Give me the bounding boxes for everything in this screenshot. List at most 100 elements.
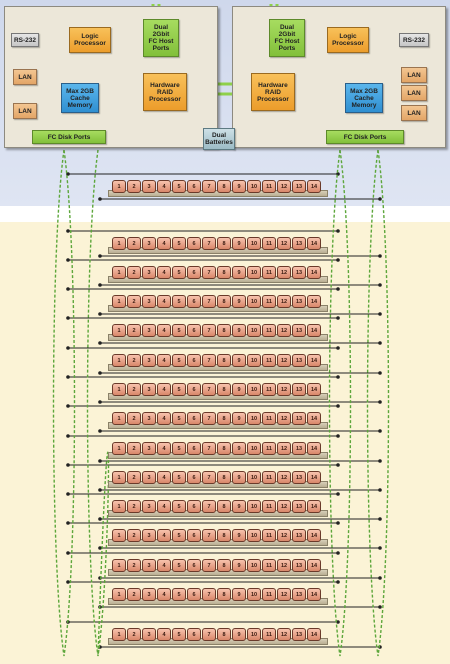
disk-drive: 8 (217, 180, 231, 193)
disk-drive: 14 (307, 559, 321, 572)
bus-node (378, 312, 382, 316)
disk-drive: 3 (142, 529, 156, 542)
disk-drive: 2 (127, 324, 141, 337)
disk-drive: 1 (112, 180, 126, 193)
disk-drive: 3 (142, 500, 156, 513)
bus-node (66, 434, 70, 438)
disk-drive: 5 (172, 500, 186, 513)
bus-node (98, 488, 102, 492)
disk-drive: 13 (292, 412, 306, 425)
disk-drive: 8 (217, 588, 231, 601)
disk-drive: 11 (262, 588, 276, 601)
disk-drive: 13 (292, 442, 306, 455)
disk-drive: 9 (232, 237, 246, 250)
disk-drive: 1 (112, 266, 126, 279)
bus-node (336, 551, 340, 555)
bus-node (378, 576, 382, 580)
disk-drive: 5 (172, 266, 186, 279)
disk-drive: 3 (142, 383, 156, 396)
lan-port-left-2: LAN (13, 103, 37, 119)
disk-drive: 12 (277, 180, 291, 193)
disk-drive: 8 (217, 412, 231, 425)
fc-disk-ports-right: FC Disk Ports (326, 130, 404, 144)
disk-drive: 2 (127, 295, 141, 308)
disk-drive: 4 (157, 237, 171, 250)
disk-drive: 8 (217, 471, 231, 484)
disk-drive: 10 (247, 628, 261, 641)
bus-node (66, 521, 70, 525)
disk-drive: 2 (127, 412, 141, 425)
disk-drive: 6 (187, 442, 201, 455)
fc-loop-left-outer (52, 149, 76, 657)
disk-drive: 2 (127, 383, 141, 396)
bus-node (336, 229, 340, 233)
disk-drive: 2 (127, 628, 141, 641)
disk-drive: 9 (232, 471, 246, 484)
disk-drive: 12 (277, 324, 291, 337)
disk-drive: 13 (292, 529, 306, 542)
bus-node (98, 254, 102, 258)
disk-drive: 8 (217, 500, 231, 513)
disk-drive: 12 (277, 237, 291, 250)
disk-drive: 12 (277, 383, 291, 396)
bus-node (336, 287, 340, 291)
disk-drive: 6 (187, 180, 201, 193)
disk-drive: 7 (202, 471, 216, 484)
disk-drive: 10 (247, 295, 261, 308)
disk-drive: 5 (172, 237, 186, 250)
bus-node (336, 434, 340, 438)
disk-drive: 9 (232, 354, 246, 367)
disk-drive: 1 (112, 383, 126, 396)
raid-processor-left: Hardware RAID Processor (143, 73, 187, 111)
disk-drive: 2 (127, 471, 141, 484)
disk-drive: 12 (277, 588, 291, 601)
disk-drive: 1 (112, 628, 126, 641)
disk-drive: 5 (172, 529, 186, 542)
disk-drive: 3 (142, 324, 156, 337)
disk-drive: 13 (292, 471, 306, 484)
disk-drive: 9 (232, 180, 246, 193)
disk-drive: 7 (202, 237, 216, 250)
disk-drive: 4 (157, 324, 171, 337)
bus-node (66, 580, 70, 584)
disk-drive: 5 (172, 324, 186, 337)
disk-drive: 2 (127, 442, 141, 455)
disk-drive: 1 (112, 442, 126, 455)
lan-port-left-1: LAN (13, 69, 37, 85)
raid-processor-right: Hardware RAID Processor (251, 73, 295, 111)
disk-drive: 11 (262, 529, 276, 542)
disk-drive: 8 (217, 529, 231, 542)
disk-drive: 2 (127, 559, 141, 572)
bus-node (98, 546, 102, 550)
disk-drive: 10 (247, 237, 261, 250)
disk-drive: 10 (247, 354, 261, 367)
disk-drive: 5 (172, 180, 186, 193)
bus-node (378, 517, 382, 521)
disk-drive: 13 (292, 628, 306, 641)
disk-drive: 9 (232, 295, 246, 308)
bus-node (378, 488, 382, 492)
disk-drive: 4 (157, 412, 171, 425)
disk-drive: 13 (292, 588, 306, 601)
bus-node (378, 371, 382, 375)
disk-drive: 11 (262, 471, 276, 484)
disk-drive: 8 (217, 442, 231, 455)
disk-drive: 1 (112, 500, 126, 513)
disk-drive: 2 (127, 266, 141, 279)
disk-drive: 3 (142, 628, 156, 641)
disk-drive: 7 (202, 500, 216, 513)
disk-drive: 1 (112, 529, 126, 542)
disk-drive: 9 (232, 442, 246, 455)
disk-drive: 13 (292, 295, 306, 308)
disk-drive: 9 (232, 383, 246, 396)
dual-batteries: Dual Batteries (203, 128, 235, 150)
disk-drive: 5 (172, 295, 186, 308)
disk-drive: 2 (127, 354, 141, 367)
disk-drive: 12 (277, 471, 291, 484)
disk-drive: 6 (187, 559, 201, 572)
disk-drive: 7 (202, 588, 216, 601)
